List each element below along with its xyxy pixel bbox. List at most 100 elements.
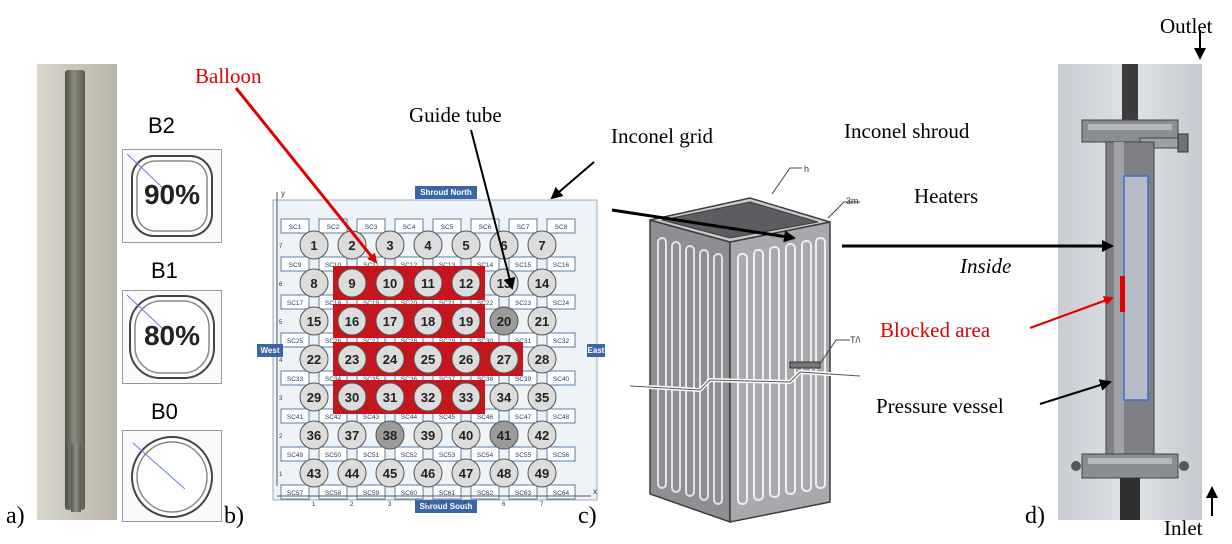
inconel-shroud-label: Inconel shroud — [844, 119, 970, 143]
fuel-rod — [299, 230, 329, 260]
subchannel-box — [508, 446, 538, 462]
subchannel-label: SC16 — [553, 262, 570, 269]
blockage-label-b1: B1 — [151, 258, 178, 283]
rod-number: 43 — [307, 466, 321, 481]
rod-number: 35 — [535, 390, 549, 405]
subchannel-label: SC62 — [477, 490, 494, 497]
inlet-label: Inlet — [1164, 516, 1203, 540]
col-tick: 1 — [312, 502, 316, 508]
fuel-rod — [299, 268, 329, 298]
blockage-badge-b2: 90% — [122, 149, 222, 243]
subchannel-label: SC34 — [325, 376, 342, 383]
bottom-rod — [1120, 478, 1140, 520]
east-label-box — [587, 344, 605, 357]
row-tick: 3 — [279, 396, 283, 402]
rod-number: 42 — [535, 428, 549, 443]
shroud-north-label: Shroud North — [420, 188, 472, 197]
fuel-rod — [451, 344, 481, 374]
rod-number: 4 — [424, 238, 432, 253]
rod-number: 38 — [383, 428, 397, 443]
subchannel-label: SC52 — [401, 452, 418, 459]
rod-number: 46 — [421, 466, 435, 481]
row-tick: 6 — [279, 282, 283, 288]
fuel-rod — [413, 268, 443, 298]
rod-number: 20 — [497, 314, 511, 329]
subchannel-label: SC21 — [439, 300, 456, 307]
bottom-flange-highlight — [1088, 458, 1172, 464]
subchannel-label: SC33 — [287, 376, 304, 383]
balloon-label: Balloon — [195, 64, 262, 88]
fuel-rod — [413, 458, 443, 488]
blockage-badge-b1: 80% — [122, 290, 222, 384]
rod-number: 41 — [497, 428, 511, 443]
blockage-badge-b0 — [122, 430, 222, 522]
subchannel-label: SC3 — [365, 224, 378, 231]
fuel-rod — [375, 268, 405, 298]
subchannel-label: SC60 — [401, 490, 418, 497]
subchannel-box — [280, 408, 310, 424]
shroud-south-label-box — [415, 500, 477, 513]
fuel-rod — [451, 458, 481, 488]
fuel-rod — [299, 306, 329, 336]
subchannel-box — [546, 370, 576, 386]
subchannel-label: SC17 — [287, 300, 304, 307]
subchannel-box — [546, 332, 576, 348]
subchannel-box — [394, 446, 424, 462]
fuel-rod — [527, 382, 557, 412]
col-tick: 3 — [388, 502, 392, 508]
subchannel-label: SC14 — [477, 262, 494, 269]
break-line-edge — [630, 371, 860, 391]
subchannel-box — [280, 256, 310, 272]
fuel-rod — [413, 344, 443, 374]
rod-number: 3 — [386, 238, 393, 253]
subchannel-label: SC48 — [553, 414, 570, 421]
fuel-rod — [337, 306, 367, 336]
subchannel-label: SC64 — [553, 490, 570, 497]
top-rod — [1122, 64, 1138, 120]
subchannel-label: SC40 — [553, 376, 570, 383]
fuel-rod — [413, 230, 443, 260]
panel-label-c: c) — [578, 503, 597, 529]
rod-number: 33 — [459, 390, 473, 405]
bottom-bolt-left — [1071, 461, 1081, 471]
guide-tube-rod — [489, 420, 519, 450]
subchannel-box — [508, 256, 538, 272]
subchannel-label: SC15 — [515, 262, 532, 269]
rod-number: 17 — [383, 314, 397, 329]
subchannel-box — [508, 218, 538, 234]
fuel-rod — [489, 458, 519, 488]
rod-number: 5 — [462, 238, 469, 253]
subchannel-label: SC13 — [439, 262, 456, 269]
inconel-grid-label: Inconel grid — [611, 124, 714, 148]
rod-number: 44 — [345, 466, 360, 481]
top-flange-highlight — [1088, 124, 1172, 130]
blocked-marker — [1120, 276, 1125, 312]
blockage-shape-b1 — [126, 294, 215, 379]
rod-number: 47 — [459, 466, 473, 481]
west-label: West — [261, 346, 280, 355]
rod-number: 6 — [500, 238, 507, 253]
subchannel-label: SC51 — [363, 452, 380, 459]
rod-number: 30 — [345, 390, 359, 405]
rod-number: 8 — [310, 276, 317, 291]
fuel-rod — [413, 306, 443, 336]
subchannel-label: SC1 — [289, 224, 302, 231]
fuel-rod — [337, 458, 367, 488]
rod-number: 29 — [307, 390, 321, 405]
subchannel-label: SC59 — [363, 490, 380, 497]
guide-tube-arrow — [470, 129, 516, 290]
rod-number: 34 — [497, 390, 512, 405]
subchannel-label: SC44 — [401, 414, 418, 421]
subchannel-label: SC57 — [287, 490, 304, 497]
rod-number: 45 — [383, 466, 397, 481]
fuel-rod — [299, 458, 329, 488]
subchannel-label: SC5 — [441, 224, 454, 231]
subchannel-label: SC63 — [515, 490, 532, 497]
col-tick: 2 — [350, 502, 354, 508]
subchannel-box — [508, 408, 538, 424]
subchannel-label: SC41 — [287, 414, 304, 421]
subchannel-box — [470, 446, 500, 462]
rod-number: 27 — [497, 352, 511, 367]
subchannel-label: SC56 — [553, 452, 570, 459]
